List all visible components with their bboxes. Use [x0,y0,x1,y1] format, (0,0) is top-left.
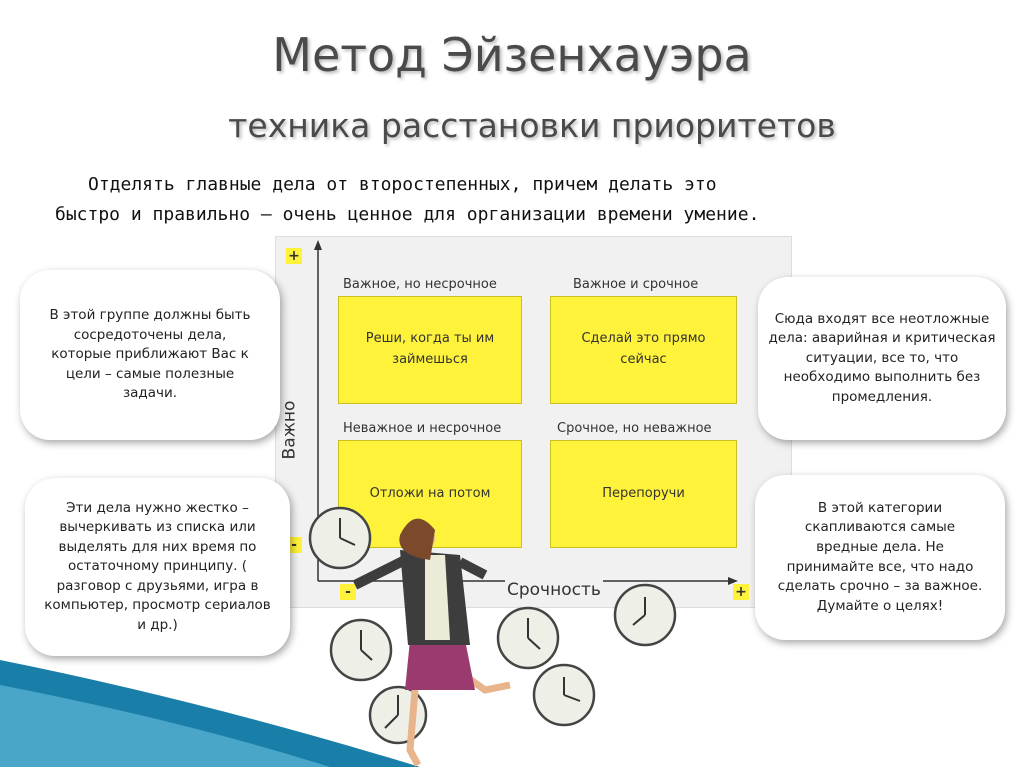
running-woman-with-clocks-illustration [308,506,677,767]
y-axis-plus: + [286,248,302,264]
bubble-text: Сюда входят все неотложные дела: аварийн… [768,310,996,405]
quadrant-action: Перепоручи [602,485,685,501]
slide-subtitle: техника расстановки приоритетов [228,106,836,145]
bubble-text: Эти дела нужно жестко – вычеркивать из с… [44,499,271,633]
intro-line-1: Отделять главные дела от второстепенных,… [88,174,717,195]
quadrant-action: Реши, когда ты им займешься [365,331,495,367]
bubble-important-urgent: Сюда входят все неотложные дела: аварийн… [758,277,1006,440]
quadrant-label-important-urgent: Важное и срочное [573,277,699,292]
quadrant-important-not-urgent: Реши, когда ты им займешься [338,296,522,404]
y-axis-label: Важно [279,400,300,460]
quadrant-urgent-not-important: Перепоручи [550,440,737,548]
intro-line-2: быстро и правильно – очень ценное для ор… [55,204,760,225]
decorative-swoosh [0,660,420,767]
bubble-important-not-urgent: В этой группе должны быть сосредоточены … [20,270,280,440]
bubble-text: В этой группе должны быть сосредоточены … [49,307,251,402]
slide-title: Метод Эйзенхауэра [272,28,752,82]
bubble-urgent-not-important: В этой категории скапливаются самые вред… [755,475,1005,640]
quadrant-label-not-important-not-urgent: Неважное и несрочное [343,421,502,436]
y-axis-minus: - [286,537,302,553]
x-axis-minus: - [340,584,356,600]
bubble-text: В этой категории скапливаются самые вред… [777,499,983,614]
quadrant-label-urgent-not-important: Срочное, но неважное [557,421,712,436]
x-axis-plus: + [733,584,749,600]
quadrant-label-important-not-urgent: Важное, но несрочное [343,277,497,292]
x-axis-label: Срочность [505,580,603,600]
quadrant-important-urgent: Сделай это прямо сейчас [550,296,737,404]
quadrant-action: Сделай это прямо сейчас [581,331,706,367]
bubble-not-important-not-urgent: Эти дела нужно жестко – вычеркивать из с… [25,478,290,656]
quadrant-action: Отложи на потом [369,485,491,501]
